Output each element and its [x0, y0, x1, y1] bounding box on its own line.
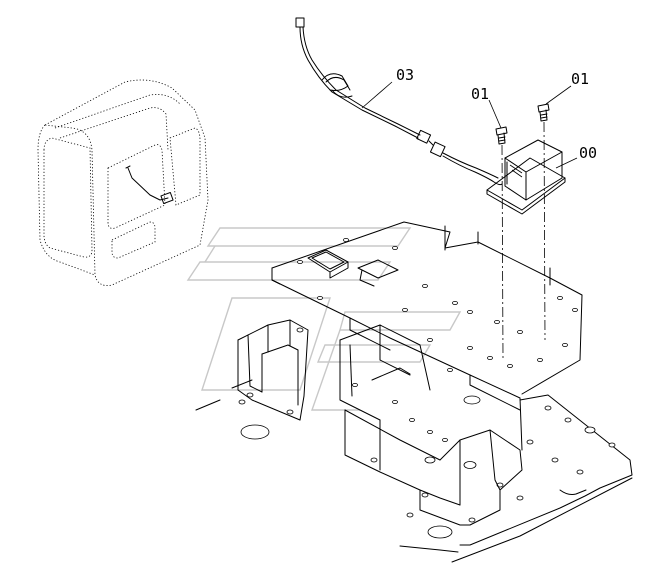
callout-controller-label: 00 — [579, 144, 597, 162]
leader-lines — [361, 81, 578, 169]
callout-harness-label: 03 — [396, 66, 414, 84]
floor-plate — [195, 379, 633, 563]
support-frame — [237, 221, 583, 526]
callout-labels: 03 01 01 00 — [396, 66, 597, 162]
wire-harness — [295, 17, 503, 186]
callout-bolt-left-label: 01 — [471, 85, 489, 103]
watermark-logo — [186, 227, 462, 411]
controller-box — [486, 139, 566, 215]
callout-bolt-right-label: 01 — [571, 70, 589, 88]
bolt-left — [495, 126, 508, 145]
bolt-right — [537, 103, 550, 122]
cab-outline — [37, 79, 209, 286]
center-lines — [501, 121, 546, 359]
